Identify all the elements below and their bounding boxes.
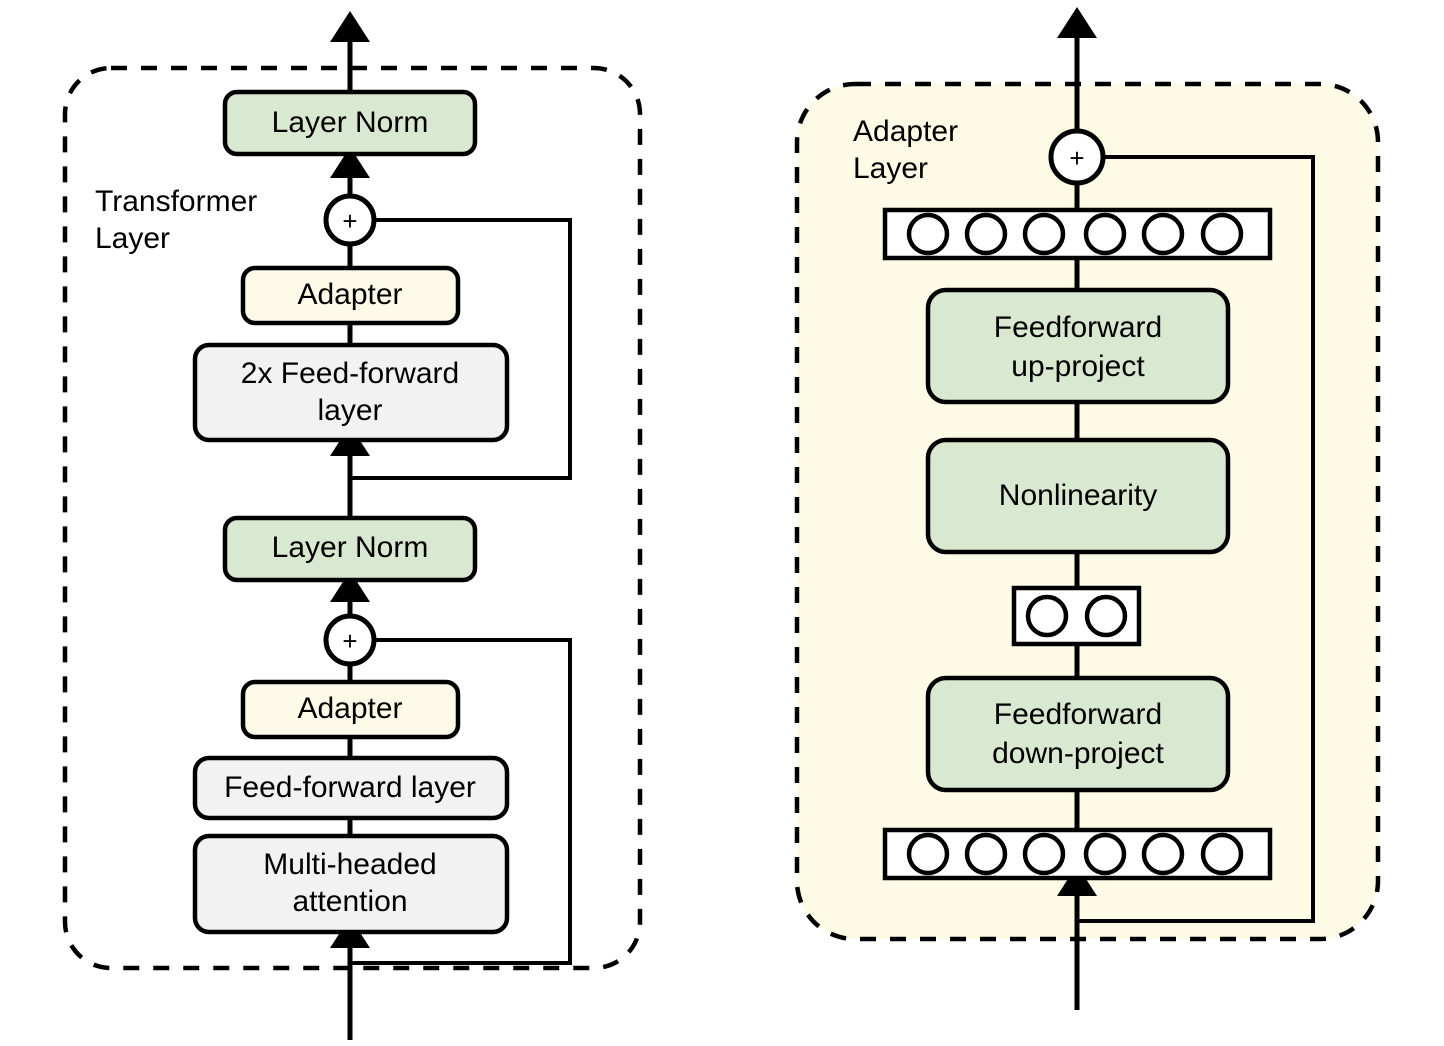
node-circle [1083, 212, 1127, 256]
adder-top[interactable]: + [323, 193, 377, 247]
block-multi-head-attention-label-line1: Multi-headed [263, 848, 436, 881]
block-ff-up-project-shape [925, 287, 1231, 405]
adder-bottom-label: + [342, 626, 357, 656]
block-layer-norm-mid-label: Layer Norm [272, 531, 429, 564]
block-feed-forward-label: Feed-forward layer [224, 771, 476, 804]
skip-connection-top [350, 218, 572, 480]
block-feed-forward-2x[interactable]: 2x Feed-forward layer [192, 342, 510, 443]
node-circle [964, 212, 1008, 256]
block-feed-forward[interactable]: Feed-forward layer [192, 755, 510, 821]
block-adapter-top[interactable]: Adapter [240, 265, 461, 326]
block-adapter-bottom-label: Adapter [297, 692, 402, 725]
block-adapter-top-shape [240, 265, 461, 326]
block-ff-up-project-label-line1: Feedforward [994, 311, 1162, 344]
block-ff-up-project[interactable]: Feedforward up-project [925, 287, 1231, 405]
node-circle [1022, 212, 1066, 256]
block-feed-forward-2x-shape [192, 342, 510, 443]
block-adapter-top-label: Adapter [297, 278, 402, 311]
block-ff-down-project-shape [925, 675, 1231, 793]
block-adapter-bottom[interactable]: Adapter [240, 679, 461, 740]
block-ff-up-project-label-line2: up-project [1011, 350, 1145, 383]
block-layer-norm-top-label: Layer Norm [272, 106, 429, 139]
block-layer-norm-mid-shape [222, 515, 478, 583]
node-circle [906, 832, 950, 876]
node-circle [1200, 212, 1244, 256]
node-circle [1141, 832, 1185, 876]
transformer-layer-panel: Transformer Layer Layer Norm [62, 11, 643, 1040]
block-multi-head-attention-shape [192, 833, 510, 935]
node-circle [906, 212, 950, 256]
adapter-layer-label-line1: Adapter [853, 115, 958, 148]
node-circle [1200, 832, 1244, 876]
block-nonlinearity-shape [925, 437, 1231, 555]
adapter-skip-connection [1077, 155, 1315, 923]
node-row-top[interactable] [882, 207, 1273, 261]
adder-top-circle [323, 193, 377, 247]
adder-top-label: + [342, 206, 357, 236]
node-row-bottleneck[interactable] [1011, 585, 1142, 647]
transformer-layer-label-line1: Transformer [95, 185, 257, 218]
block-nonlinearity[interactable]: Nonlinearity [925, 437, 1231, 555]
block-layer-norm-top-shape [222, 89, 478, 157]
block-multi-head-attention-label-line2: attention [292, 885, 407, 918]
block-feed-forward-shape [192, 755, 510, 821]
block-multi-head-attention[interactable]: Multi-headed attention [192, 833, 510, 935]
block-ff-down-project[interactable]: Feedforward down-project [925, 675, 1231, 793]
adder-adapter-circle [1048, 128, 1106, 186]
node-row-bottom[interactable] [882, 827, 1273, 881]
block-layer-norm-mid[interactable]: Layer Norm [222, 515, 478, 583]
adapter-layer-panel: Adapter Layer + [794, 7, 1381, 1010]
adder-adapter[interactable]: + [1048, 128, 1106, 186]
adder-bottom[interactable]: + [323, 613, 377, 667]
node-circle [1025, 594, 1069, 638]
node-circle [1084, 594, 1128, 638]
transformer-layer-label-line2: Layer [95, 222, 170, 255]
block-ff-down-project-label-line2: down-project [992, 737, 1164, 770]
block-feed-forward-2x-label-line1: 2x Feed-forward [241, 357, 459, 390]
skip-connection-bottom [350, 638, 572, 965]
adder-adapter-label: + [1069, 143, 1084, 173]
node-circle [1083, 832, 1127, 876]
block-nonlinearity-label: Nonlinearity [999, 479, 1157, 512]
adder-bottom-circle [323, 613, 377, 667]
node-circle [964, 832, 1008, 876]
node-circle [1022, 832, 1066, 876]
node-circle [1141, 212, 1185, 256]
block-ff-down-project-label-line1: Feedforward [994, 698, 1162, 731]
block-feed-forward-2x-label-line2: layer [317, 394, 382, 427]
block-layer-norm-top[interactable]: Layer Norm [222, 89, 478, 157]
adapter-layer-label-line2: Layer [853, 152, 928, 185]
block-adapter-bottom-shape [240, 679, 461, 740]
